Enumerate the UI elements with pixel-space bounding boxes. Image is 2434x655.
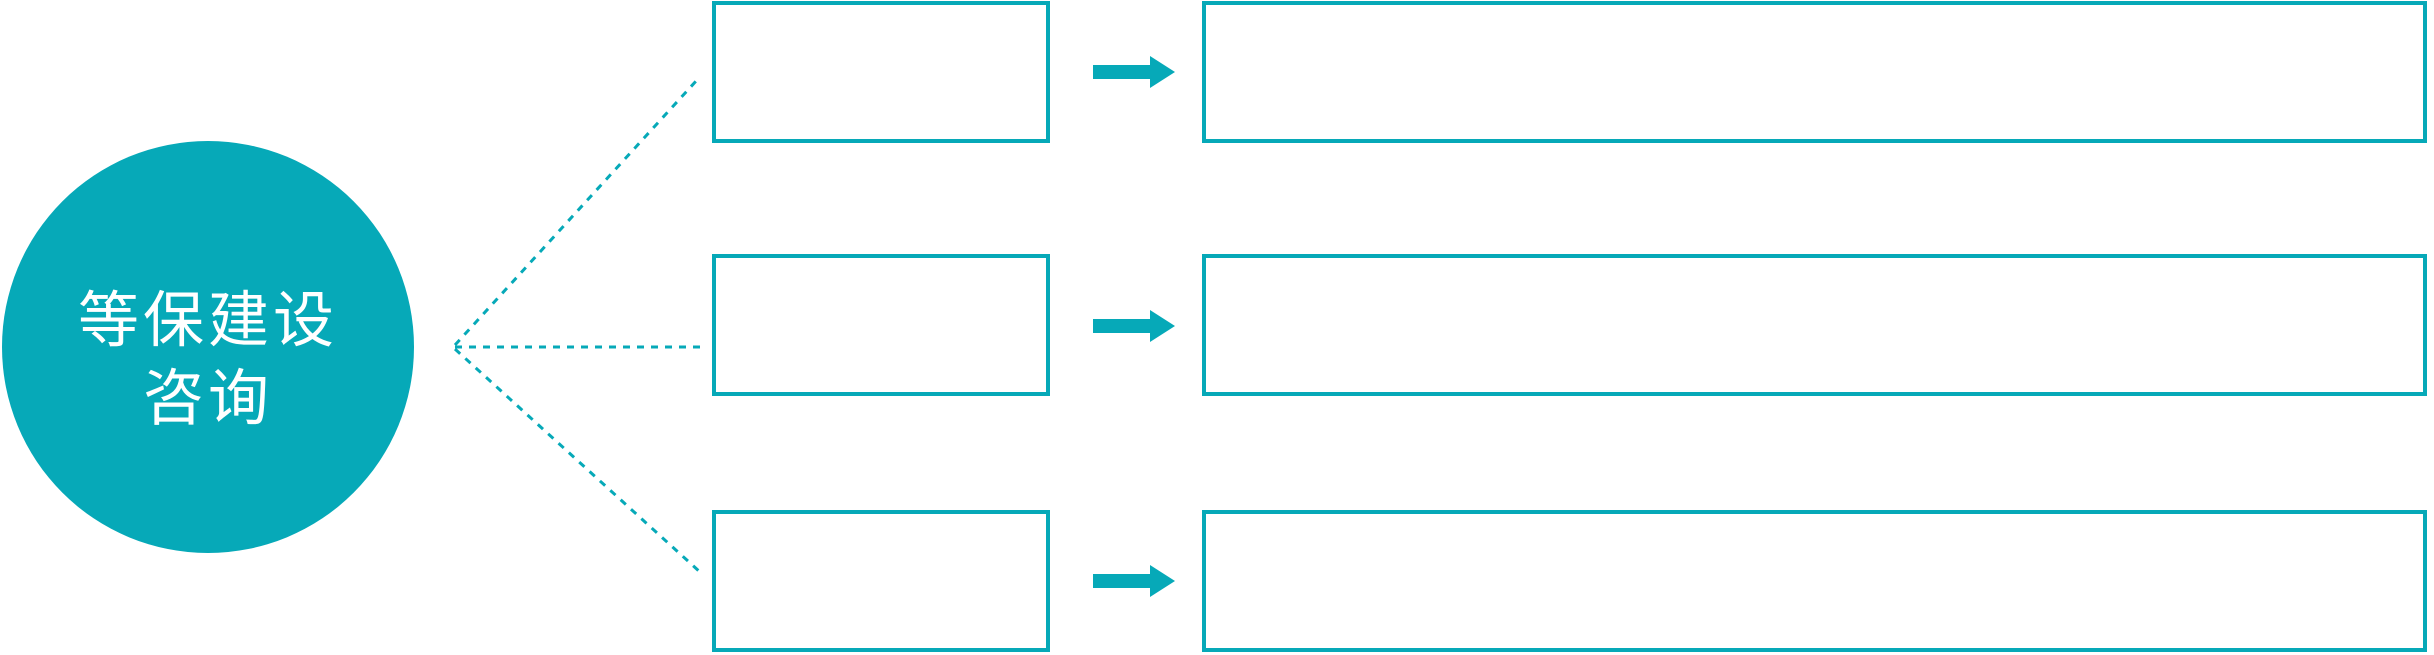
dotted-connector-line-top (453, 78, 699, 347)
dotted-connector-line-bottom (453, 347, 702, 574)
detail-box-2 (1202, 254, 2427, 396)
hub-circle: 等保建设 咨询 (2, 141, 414, 553)
step-box-2 (712, 254, 1050, 396)
right-arrow-icon (1093, 565, 1175, 597)
step-box-3 (712, 510, 1050, 652)
hub-label-line-1: 等保建设 (77, 286, 338, 354)
step-box-1 (712, 1, 1050, 143)
detail-box-1 (1202, 1, 2427, 143)
right-arrow-icon (1093, 310, 1175, 342)
hub-label-line-2: 咨询 (142, 364, 273, 432)
right-arrow-icon (1093, 56, 1175, 88)
detail-box-3 (1202, 510, 2427, 652)
hub-label: 等保建设 咨询 (78, 281, 338, 437)
